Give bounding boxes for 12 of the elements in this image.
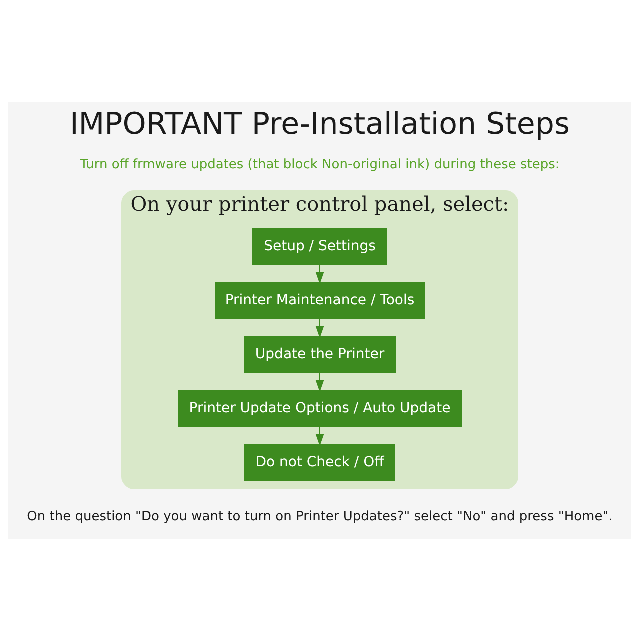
node-box: Printer Update Options / Auto Update bbox=[178, 390, 462, 427]
arrow bbox=[316, 264, 324, 284]
node-box: Update the Printer bbox=[244, 336, 396, 373]
arrow bbox=[316, 426, 324, 446]
node-box: Do not Check / Off bbox=[244, 444, 396, 481]
label: Turn off frmware updates (that block Non-original ink) during these steps: bbox=[80, 156, 560, 172]
label: On the question "Do you want to turn on Printer Updates?" select "No" and press "Home". bbox=[27, 508, 613, 524]
diagram-title: IMPORTANT Pre-Installation Steps bbox=[70, 106, 570, 142]
node-box: Printer Maintenance / Tools bbox=[215, 282, 425, 319]
arrow bbox=[316, 372, 324, 392]
node-box: Setup / Settings bbox=[252, 228, 388, 265]
arrow bbox=[316, 318, 324, 338]
